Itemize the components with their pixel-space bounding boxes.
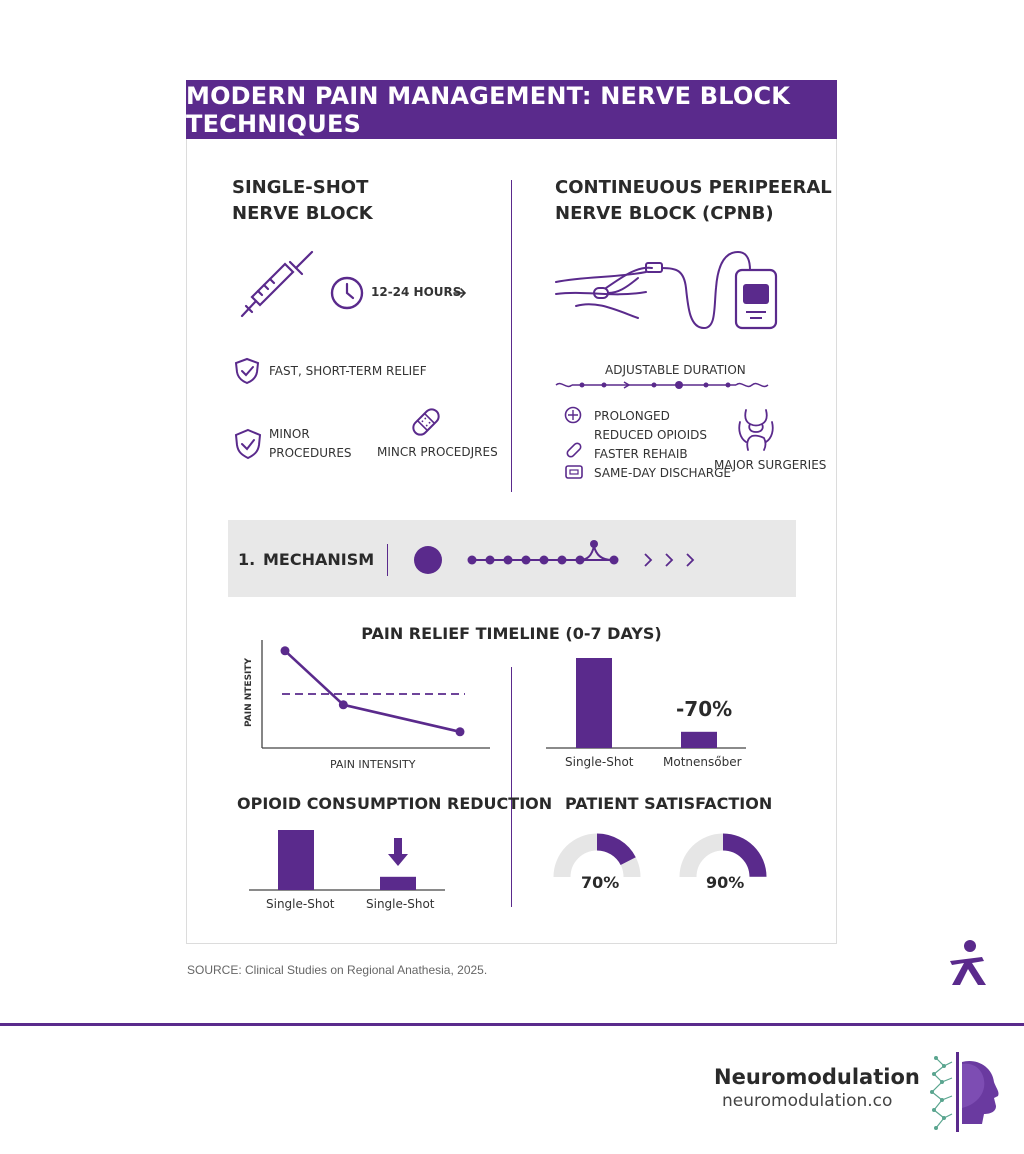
satisfaction-ring-fill	[722, 833, 767, 878]
single-shot-heading: SINGLE-SHOT NERVE BLOCK	[232, 175, 373, 227]
cpnb-duration-label: ADJUSTABLE DURATION	[605, 363, 746, 377]
shield-check-icon	[234, 428, 262, 460]
cpnb-heading-line1: CONTINEUOUS PERIPEERAL	[555, 177, 832, 198]
catheter-icon	[555, 250, 778, 330]
single-shot-use-line2: PROCEDURES	[269, 446, 352, 460]
brand-name: Neuromodulation	[714, 1065, 920, 1089]
reduction-annotation: -70%	[676, 697, 733, 721]
knee-joint-icon	[738, 409, 774, 451]
pain-timeline-chart	[261, 640, 490, 749]
timeline-series-line	[284, 649, 461, 734]
satisfaction-ring-fill	[596, 833, 636, 866]
syringe-icon	[240, 250, 314, 318]
cpnb-heading: CONTINEUOUS PERIPEERAL NERVE BLOCK (CPNB…	[555, 175, 832, 227]
column-divider	[511, 180, 512, 492]
timeline-point	[338, 700, 348, 710]
single-shot-use: MINOR PROCEDURES	[269, 425, 352, 463]
crosshair-icon	[564, 406, 582, 424]
timeline-point	[455, 727, 465, 737]
opioid-bar-chart	[249, 830, 445, 891]
pill-icon	[566, 442, 582, 458]
cpnb-benefit-reduced-opioids: REDUCED OPIOIDS	[594, 428, 708, 442]
cpnb-benefits: PROLONGED REDUCED OPIOIDS FASTER REHAIB …	[594, 407, 731, 483]
satisfaction-value-1: 90%	[706, 873, 745, 892]
cpnb-heading-line2: NERVE BLOCK (CPNB)	[555, 203, 774, 224]
duration-track	[555, 381, 769, 389]
bandage-icon	[412, 408, 440, 436]
single-shot-use-alt: MINCR PROCEDJRES	[377, 445, 498, 459]
timeline-xlabel: PAIN INTENSITY	[330, 758, 416, 771]
single-shot-duration: 12-24 HOURS	[371, 285, 462, 299]
footer-rule	[0, 1023, 1024, 1026]
timeline-title: PAIN RELIEF TIMELINE (0-7 DAYS)	[361, 624, 662, 643]
arrow-down-icon	[388, 838, 408, 866]
mechanism-number: 1.	[238, 550, 256, 569]
satisfaction-value-0: 70%	[581, 873, 620, 892]
opioid-bar	[380, 876, 416, 890]
cpnb-benefit-faster-rehab: FASTER REHAIB	[594, 447, 688, 461]
brand-url: neuromodulation.co	[722, 1091, 893, 1111]
cpnb-benefit-same-day-discharge: SAME-DAY DISCHARGE	[594, 466, 731, 480]
single-shot-use-line1: MINOR	[269, 427, 310, 441]
satisfaction-ring-70	[553, 833, 641, 878]
opioid-title: OPIOID CONSUMPTION REDUCTION	[237, 794, 553, 813]
opioid-bar	[278, 830, 314, 890]
brain-network-icon	[930, 1052, 999, 1132]
single-shot-benefit: FAST, SHORT-TERM RELIEF	[269, 364, 427, 378]
cpnb-benefit-prolonged: PROLONGED	[594, 409, 670, 423]
lower-divider	[511, 667, 512, 907]
satisfaction-title: PATIENT SATISFACTION	[565, 794, 773, 813]
relief-bar	[576, 658, 612, 748]
mechanism-divider	[387, 544, 388, 576]
bar-a-label-0: Single-Shot	[565, 755, 634, 769]
cpnb-use: MAJOR SURGERIES	[714, 458, 827, 472]
arrow-right-icon	[453, 288, 467, 298]
single-shot-heading-line2: NERVE BLOCK	[232, 203, 373, 224]
mechanism-diagram	[414, 540, 695, 574]
mechanism-label: MECHANISM	[263, 550, 375, 569]
timeline-point	[280, 646, 290, 656]
person-logo-icon	[950, 940, 986, 985]
bar-a-label-1: Motnensőber	[663, 755, 742, 769]
satisfaction-ring-90	[679, 833, 767, 878]
relief-bar	[681, 731, 717, 748]
relief-bar-chart	[546, 658, 746, 749]
opioid-label-1: Single-Shot	[366, 897, 435, 911]
discharge-icon	[565, 465, 583, 479]
single-shot-heading-line1: SINGLE-SHOT	[232, 177, 369, 198]
page-title: MODERN PAIN MANAGEMENT: NERVE BLOCK TECH…	[186, 80, 837, 139]
timeline-ylabel: PAIN NTESITY	[244, 657, 254, 727]
clock-icon	[330, 276, 364, 310]
shield-check-icon	[234, 357, 260, 385]
opioid-label-0: Single-Shot	[266, 897, 335, 911]
source-note: SOURCE: Clinical Studies on Regional Ana…	[187, 963, 488, 977]
